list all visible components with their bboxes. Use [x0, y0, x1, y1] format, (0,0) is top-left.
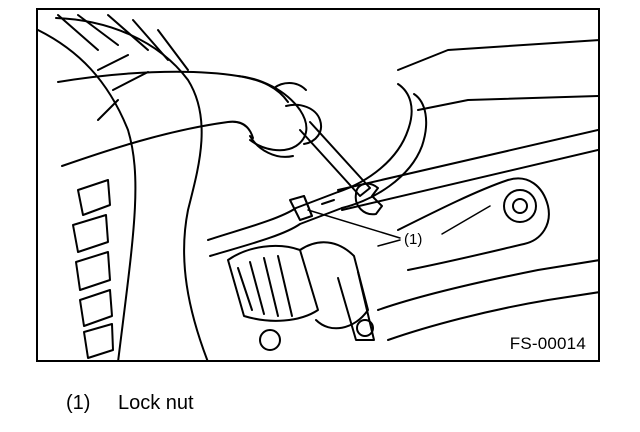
mechanic-hand [57, 70, 322, 167]
legend-text: Lock nut [118, 392, 194, 414]
callout-leaders [307, 205, 491, 247]
legend: (1) Lock nut [66, 392, 194, 415]
control-arm [377, 39, 598, 341]
brake-caliper [227, 241, 375, 351]
figure-id: FS-00014 [509, 334, 586, 353]
callout-label: (1) [404, 231, 422, 248]
stabilizer-bar [207, 83, 598, 257]
wrench [299, 121, 383, 216]
legend-number: (1) [66, 392, 91, 414]
suspension-illustration: (1) [38, 14, 598, 360]
diagram-frame: (1) FS-00014 [36, 8, 600, 362]
tire-tread [38, 14, 209, 360]
